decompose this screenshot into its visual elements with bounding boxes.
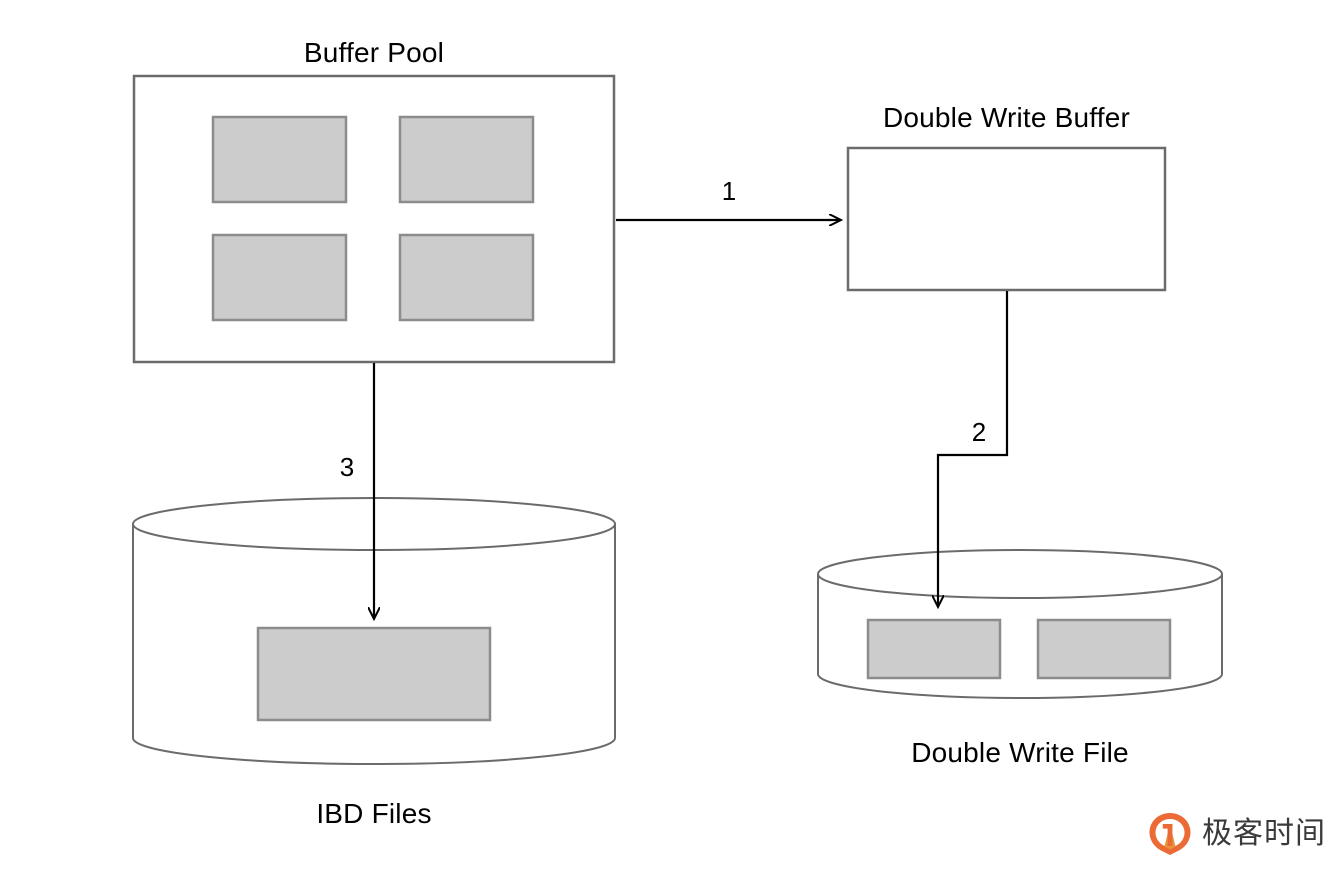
buffer-pool-page-3 [211,233,348,322]
brand-watermark: 极客时间 [1148,812,1326,856]
double-write-file-page-1 [866,618,1002,680]
double-write-file-page-2 [1036,618,1172,680]
buffer-pool-label: Buffer Pool [303,37,445,68]
edge-2-label: 2 [971,417,987,447]
node-double-write-buffer[interactable] [846,146,1167,292]
buffer-pool-box[interactable] [132,74,616,364]
edge-1-label: 1 [721,176,737,206]
brand-name: 极客时间 [1202,816,1326,851]
ibd-files-label: IBD Files [316,798,432,829]
edge-2-arrow [938,291,1009,606]
double-write-file-label: Double Write File [911,737,1129,768]
double-write-file-cylinder-top [817,549,1223,599]
double-write-buffer-box[interactable] [846,146,1167,292]
geektime-logo-icon [1148,812,1192,856]
double-write-buffer-label: Double Write Buffer [882,102,1131,133]
buffer-pool-page-2 [398,115,535,204]
edge-3-label: 3 [339,452,355,482]
buffer-pool-page-4 [398,233,535,322]
node-double-write-file[interactable] [817,549,1223,699]
ibd-files-page-1 [256,626,492,722]
node-buffer-pool[interactable] [132,74,616,364]
buffer-pool-page-1 [211,115,348,204]
